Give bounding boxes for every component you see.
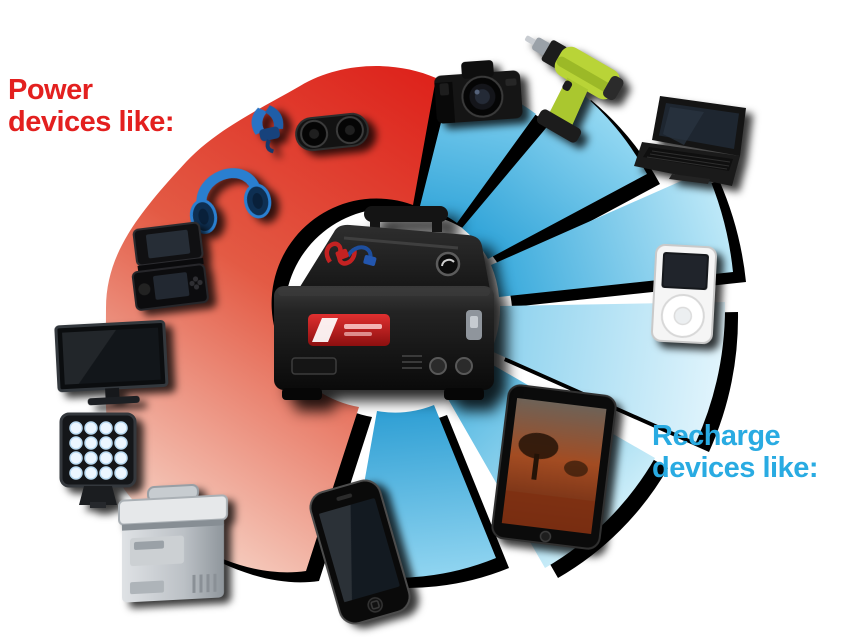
jumper-clamp-icon <box>239 94 298 159</box>
recharge-wedge-drill <box>462 90 647 259</box>
dslr-camera-icon <box>428 53 529 130</box>
laptop-icon <box>634 96 758 188</box>
recharge-title-line1: Recharge <box>652 420 781 452</box>
power-title-line1: Power <box>8 74 93 106</box>
portable-fridge-icon <box>114 481 232 607</box>
power-title: Power devices like: <box>8 74 175 139</box>
power-arc-shape <box>105 66 437 573</box>
mp3-player-icon <box>649 242 718 345</box>
smartphone-icon <box>296 472 423 632</box>
tablet-icon <box>489 382 619 552</box>
tv-icon <box>54 319 175 417</box>
cordless-drill-icon <box>514 6 634 143</box>
recharge-title: Recharge devices like: <box>652 420 819 485</box>
portable-power-pack-icon <box>252 198 512 423</box>
led-work-light-icon <box>52 410 144 510</box>
handheld-game-console-icon <box>119 219 221 318</box>
power-title-line2: devices like: <box>8 106 175 139</box>
portable-speaker-icon <box>292 108 372 156</box>
recharge-title-line2: devices like: <box>652 452 819 485</box>
